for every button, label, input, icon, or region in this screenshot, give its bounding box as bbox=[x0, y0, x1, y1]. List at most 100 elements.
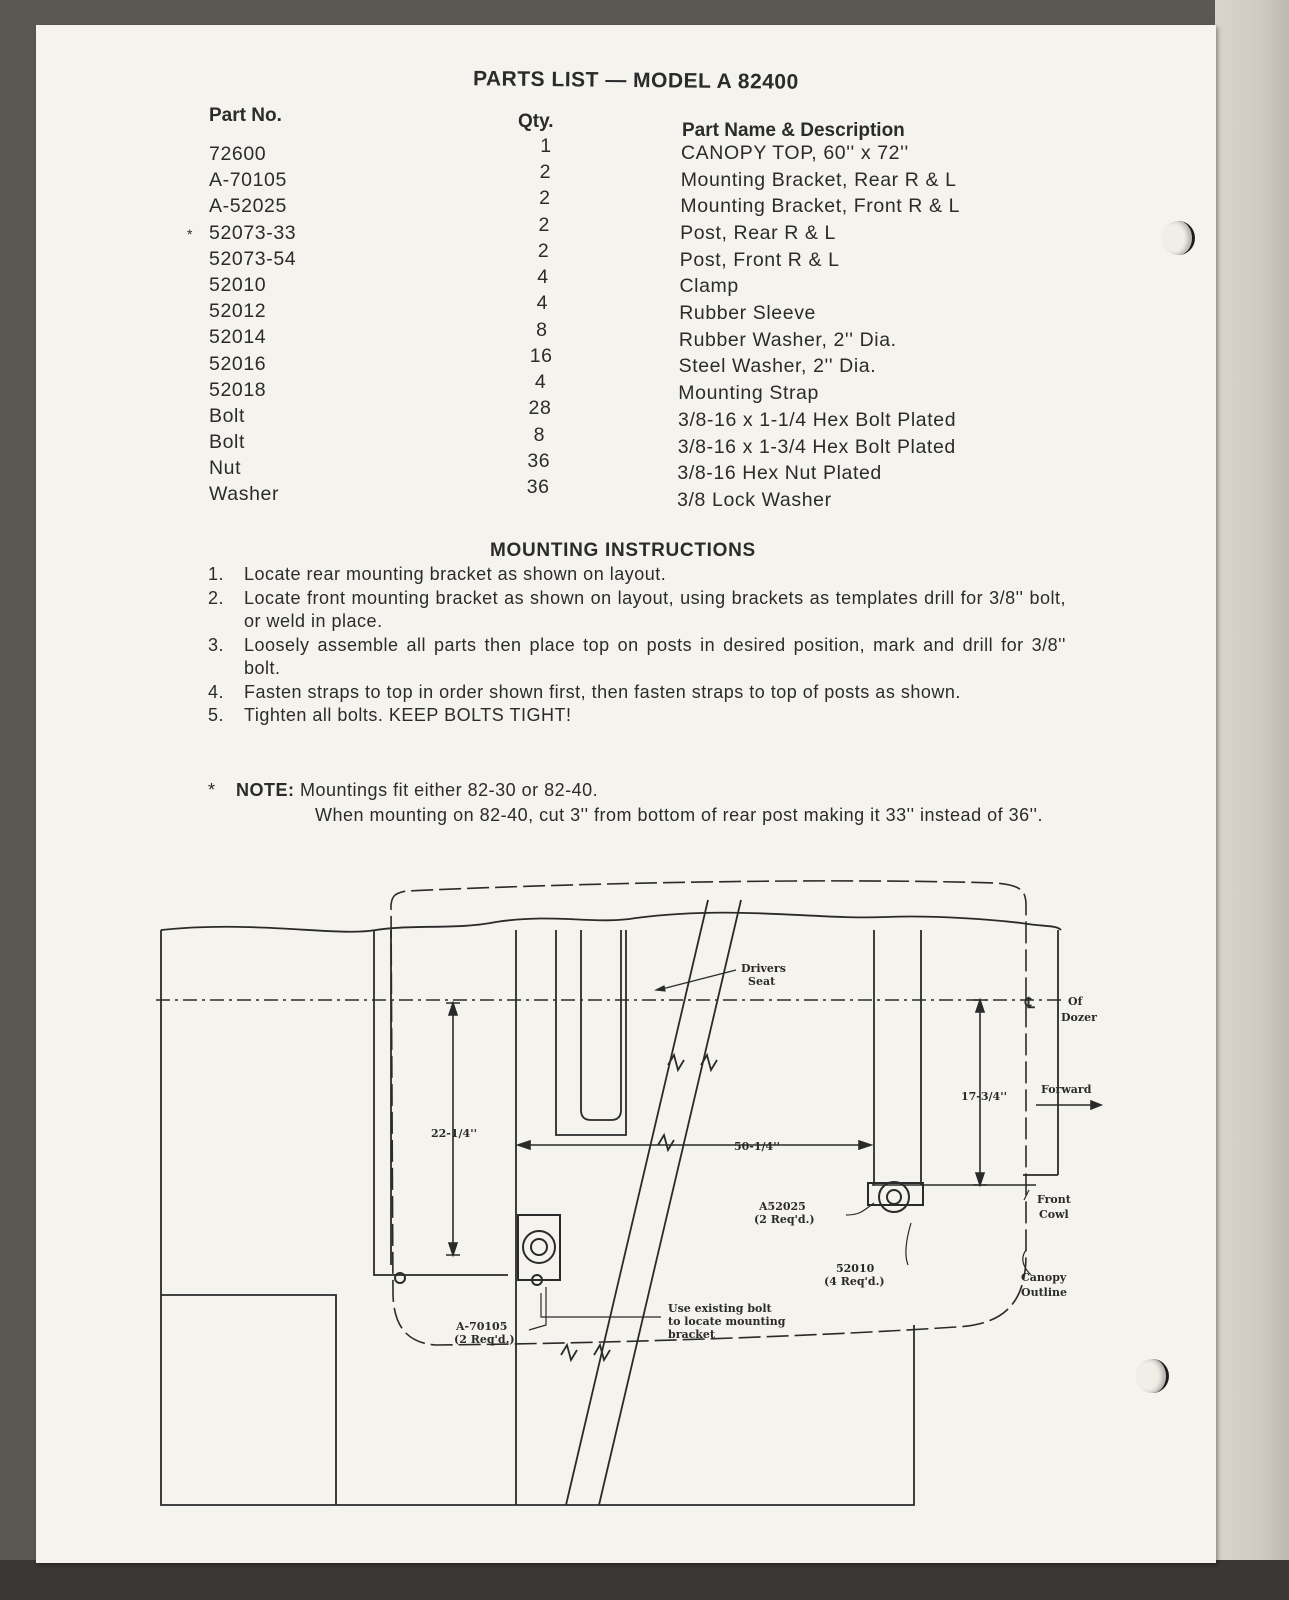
row-description: Steel Washer, 2'' Dia. bbox=[678, 355, 877, 378]
rear-clamp bbox=[522, 1230, 556, 1264]
row-part-no: 52010 bbox=[209, 273, 267, 296]
dozer-body-outline bbox=[160, 930, 915, 1506]
row-qty: 36 bbox=[527, 449, 551, 472]
instruction-step: 3. Loosely assemble all parts then place … bbox=[208, 634, 1066, 681]
row-description: Rubber Sleeve bbox=[679, 302, 816, 325]
step-text: Fasten straps to top in order shown firs… bbox=[244, 681, 961, 702]
row-description: Mounting Bracket, Front R & L bbox=[680, 195, 961, 218]
row-description: Clamp bbox=[679, 275, 739, 298]
row-qty: 4 bbox=[537, 266, 549, 289]
parts-row: 52010 4 Clamp bbox=[36, 266, 1216, 300]
label-forward: Forward bbox=[1041, 1083, 1092, 1096]
row-part-no: Bolt bbox=[209, 404, 246, 427]
row-qty: 4 bbox=[536, 292, 549, 315]
step-number: 1. bbox=[208, 564, 225, 584]
instruction-step: 4.Fasten straps to top in order shown fi… bbox=[208, 681, 1066, 705]
label-seat: Seat bbox=[748, 975, 776, 988]
row-part-no: 52018 bbox=[209, 378, 267, 401]
row-part-no: 52014 bbox=[209, 326, 267, 349]
label-52010-req: (4 Req'd.) bbox=[824, 1275, 885, 1288]
label-dim-50: 50-1/4'' bbox=[734, 1140, 780, 1153]
row-qty: 1 bbox=[540, 135, 552, 157]
row-qty: 2 bbox=[539, 187, 551, 210]
note-text-1: Mountings fit either 82-30 or 82-40. bbox=[300, 780, 599, 800]
label-a70105: A-70105 bbox=[455, 1320, 507, 1333]
row-qty: 2 bbox=[537, 239, 550, 262]
leader-seat bbox=[657, 969, 737, 991]
label-a52025: A52025 bbox=[758, 1200, 806, 1213]
note-block: * NOTE: Mountings fit either 82-30 or 82… bbox=[208, 778, 1066, 828]
parts-row: 52073-54 2 Post, Front R & L bbox=[36, 240, 1216, 274]
label-dim-22: 22-1/4'' bbox=[431, 1127, 477, 1140]
row-description: 3/8-16 x 1-3/4 Hex Bolt Plated bbox=[677, 435, 956, 458]
document-page: PARTS LIST — MODEL A 82400 Part No. Qty.… bbox=[36, 25, 1216, 1563]
front-bracket bbox=[867, 1182, 924, 1206]
parts-row: 72600 1 CANOPY TOP, 60'' x 72'' bbox=[36, 135, 1216, 169]
mounting-layout-diagram: Drivers Seat ℄ Of Dozer Forward 22-1/4''… bbox=[156, 880, 1104, 1506]
header-qty: Qty. bbox=[518, 111, 554, 132]
row-part-no: Washer bbox=[209, 483, 280, 506]
row-qty: 2 bbox=[538, 213, 550, 236]
label-dim-17: 17-3/4'' bbox=[961, 1090, 1007, 1103]
header-part-no: Part No. bbox=[209, 105, 282, 126]
row-description: CANOPY TOP, 60'' x 72'' bbox=[681, 142, 909, 164]
instruction-step: 2.Locate front mounting bracket as shown… bbox=[208, 587, 1066, 634]
header-description: Part Name & Description bbox=[682, 120, 905, 141]
instruction-step: 1. Locate rear mounting bracket as shown … bbox=[208, 563, 1066, 587]
step-number: 5. bbox=[208, 705, 225, 725]
row-description: 3/8-16 Hex Nut Plated bbox=[677, 462, 882, 485]
background-bottom bbox=[0, 1560, 1289, 1600]
step-text: Loosely assemble all parts then place to… bbox=[244, 634, 1066, 679]
inner-panel-left bbox=[373, 930, 508, 1276]
background-right bbox=[1215, 0, 1289, 1600]
centerline-symbol-icon: ℄ bbox=[1024, 994, 1035, 1012]
rear-bracket bbox=[517, 1214, 561, 1281]
row-description: Post, Front R & L bbox=[679, 248, 840, 271]
label-a52025-req: (2 Req'd.) bbox=[754, 1213, 815, 1226]
row-description: 3/8-16 x 1-1/4 Hex Bolt Plated bbox=[678, 408, 957, 431]
row-qty: 28 bbox=[528, 397, 552, 420]
row-description: Post, Rear R & L bbox=[680, 222, 837, 245]
label-canopy: Canopy bbox=[1021, 1271, 1067, 1284]
label-outline: Outline bbox=[1021, 1286, 1067, 1299]
label-centerline-dozer: Dozer bbox=[1061, 1011, 1097, 1024]
seat-bar-right bbox=[598, 899, 742, 1506]
row-part-no: Bolt bbox=[209, 431, 246, 454]
row-qty: 4 bbox=[534, 371, 547, 394]
note-marker: * bbox=[208, 780, 216, 800]
binder-hole-bottom bbox=[1136, 1359, 1169, 1393]
row-marker: * bbox=[187, 225, 194, 242]
row-part-no: A-70105 bbox=[209, 169, 287, 192]
binder-hole-top bbox=[1162, 221, 1195, 255]
row-part-no: 72600 bbox=[209, 143, 267, 165]
label-existing-1: Use existing bolt bbox=[668, 1302, 773, 1315]
instructions-title: MOUNTING INSTRUCTIONS bbox=[490, 540, 756, 561]
track-panel bbox=[161, 1294, 337, 1505]
label-a70105-req: (2 Req'd.) bbox=[454, 1333, 515, 1346]
row-qty: 2 bbox=[539, 161, 552, 184]
label-existing-2: to locate mounting bbox=[668, 1315, 786, 1328]
row-part-no: 52073-33 bbox=[209, 221, 297, 244]
note-line-1: * NOTE: Mountings fit either 82-30 or 82… bbox=[208, 778, 1066, 803]
row-qty: 16 bbox=[529, 344, 553, 367]
label-existing-3: bracket bbox=[668, 1328, 716, 1341]
label-drivers: Drivers bbox=[741, 962, 786, 975]
instructions-list: 1. Locate rear mounting bracket as shown … bbox=[208, 563, 1066, 728]
step-text: Tighten all bolts. KEEP BOLTS TIGHT! bbox=[244, 705, 572, 725]
label-front: Front bbox=[1037, 1193, 1072, 1206]
row-qty: 8 bbox=[533, 423, 546, 446]
row-part-no: 52073-54 bbox=[209, 247, 297, 270]
step-text: Locate rear mounting bracket as shown on… bbox=[244, 564, 667, 584]
row-description: 3/8 Lock Washer bbox=[677, 488, 832, 511]
wavy-top-line bbox=[160, 911, 1062, 933]
step-number: 3. bbox=[208, 634, 225, 655]
row-part-no: 52016 bbox=[209, 352, 267, 375]
label-centerline-of: Of bbox=[1068, 995, 1084, 1008]
